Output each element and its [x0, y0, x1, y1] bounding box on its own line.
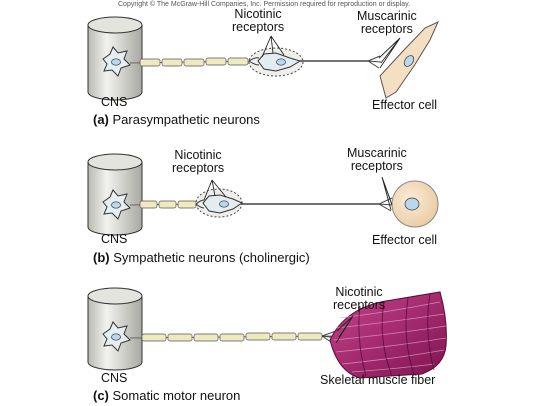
skeletal-muscle-fiber: [329, 291, 447, 379]
panel-caption: (a) Parasympathetic neurons: [93, 112, 260, 127]
cell-nucleus: [404, 197, 420, 211]
nicotinic-receptors-label: Nicotinic receptors: [333, 285, 386, 312]
panel-letter: (c): [93, 388, 109, 403]
copyright-notice: Copyright © The McGraw-Hill Companies, I…: [118, 1, 411, 8]
ganglion-synapse: [248, 47, 304, 77]
cell-nucleus: [111, 201, 121, 209]
panel-a: [87, 16, 439, 101]
panel-title: Sympathetic neurons (cholinergic): [109, 250, 310, 265]
cell-nucleus: [111, 58, 121, 66]
nicotinic-receptors-label: Nicotinic receptors: [172, 148, 225, 175]
panel-b: [87, 153, 439, 236]
effector-cell-smooth-muscle: [379, 20, 439, 99]
nicotinic-receptors-label: Nicotinic receptors: [232, 7, 285, 34]
cell-nucleus: [219, 200, 229, 208]
motor-axon: [129, 330, 339, 345]
panel-caption: (b) Sympathetic neurons (cholinergic): [93, 250, 310, 265]
panel-title: Somatic motor neuron: [108, 388, 241, 403]
cns-label: CNS: [101, 95, 128, 109]
postganglionic-axon: [299, 55, 382, 69]
panel-letter: (a): [93, 112, 109, 127]
muscarinic-receptors-label: Muscarinic receptors: [357, 9, 417, 36]
receptor-leader-lines: [203, 176, 393, 211]
preganglionic-cell-body: [102, 189, 131, 220]
cell-nucleus: [111, 333, 121, 341]
receptor-leader-lines: [261, 35, 401, 69]
ganglion-synapse: [195, 188, 244, 218]
preganglionic-axon: [129, 57, 250, 67]
cell-nucleus: [403, 55, 415, 67]
postganglionic-axon: [241, 197, 394, 212]
preganglionic-cell-body: [102, 46, 131, 77]
skeletal-muscle-fiber-label: Skeletal muscle fiber: [320, 373, 436, 387]
receptor-leader-lines: [335, 315, 354, 344]
panel-c: [87, 287, 447, 379]
motor-neuron-cell-body: [102, 321, 131, 352]
preganglionic-axon: [129, 200, 199, 209]
cell-nucleus: [276, 58, 286, 66]
panel-caption: (c) Somatic motor neuron: [93, 388, 240, 403]
effector-cell-label: Effector cell: [372, 233, 438, 247]
muscarinic-receptors-label: Muscarinic receptors: [347, 146, 407, 173]
effector-cell-round: [391, 180, 439, 228]
panel-title: Parasympathetic neurons: [108, 112, 260, 127]
effector-cell-label: Effector cell: [372, 98, 438, 112]
panel-letter: (b): [93, 250, 110, 265]
cns-label: CNS: [101, 232, 128, 246]
cns-label: CNS: [101, 371, 128, 385]
